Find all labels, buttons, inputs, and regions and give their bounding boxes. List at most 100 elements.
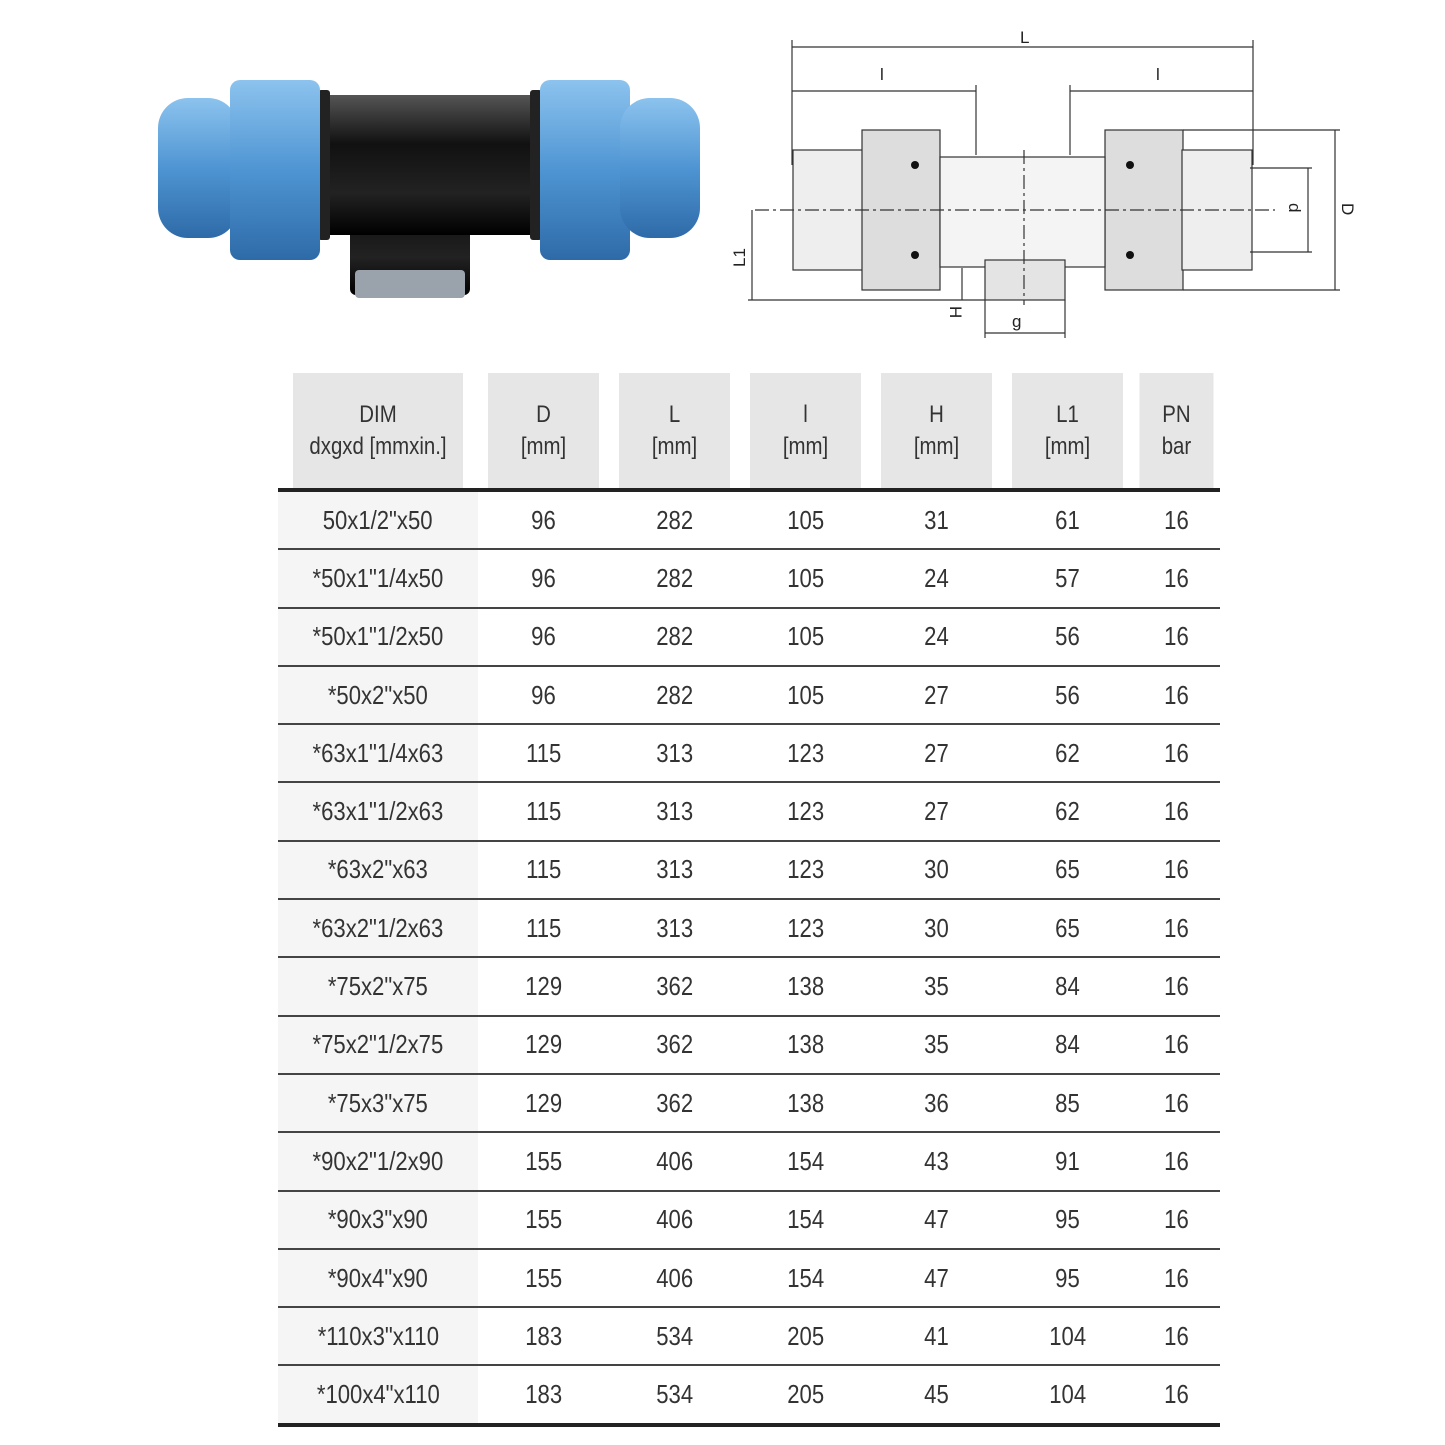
table-cell: 24 [871, 607, 1003, 667]
cell-value: 43 [924, 1145, 949, 1176]
cell-value: 16 [1164, 1320, 1189, 1351]
column-header-line2: [mm] [520, 432, 567, 460]
dim-label-L1: L1 [730, 248, 749, 267]
cell-value: 84 [1055, 971, 1080, 1002]
technical-drawing: L l l d D L1 H g [730, 28, 1357, 338]
table-cell: 65 [1002, 899, 1134, 959]
cell-value: 45 [924, 1379, 949, 1410]
table-cell: 205 [740, 1307, 872, 1367]
table-cell: 183 [478, 1307, 610, 1367]
table-cell: 129 [478, 1073, 610, 1134]
cell-value: 105 [787, 504, 824, 535]
table-cell: 282 [609, 607, 741, 667]
table-cell: 205 [740, 1365, 872, 1427]
cell-value: 534 [656, 1379, 693, 1410]
cell-value: 362 [656, 1087, 693, 1118]
table-cell: 129 [478, 1015, 610, 1075]
table-cell: 313 [609, 782, 741, 842]
table-cell: 84 [1002, 1015, 1134, 1075]
dim-label-l-right: l [1156, 65, 1160, 84]
cell-value: 65 [1055, 854, 1080, 885]
table-cell: 62 [1002, 782, 1134, 842]
cell-value: 104 [1049, 1320, 1087, 1351]
cell-value: *50x1"1/4x50 [312, 562, 444, 593]
column-header: H[mm] [880, 373, 993, 492]
table-cell: 61 [1002, 490, 1134, 551]
table-cell: 27 [871, 724, 1003, 784]
cell-value: 154 [787, 1262, 824, 1293]
cell-value: 16 [1164, 504, 1189, 535]
table-cell: *100x4"x110 [278, 1365, 478, 1427]
dim-label-L: L [1020, 28, 1029, 47]
cell-value: 406 [656, 1262, 693, 1293]
table-cell: 313 [609, 840, 741, 901]
cell-value: 313 [656, 912, 693, 943]
cell-value: 282 [656, 504, 693, 535]
table-cell: *90x2"1/2x90 [278, 1132, 478, 1192]
cell-value: 205 [787, 1379, 824, 1410]
cell-value: 16 [1164, 737, 1189, 768]
table-cell: 123 [740, 840, 872, 901]
cell-value: 16 [1164, 1087, 1189, 1118]
column-header-line2: [mm] [782, 432, 829, 460]
cell-value: *50x2"x50 [327, 679, 429, 710]
table-cell: 362 [609, 957, 741, 1017]
cell-value: 35 [924, 971, 949, 1002]
cell-value: *90x2"1/2x90 [312, 1145, 444, 1176]
cell-value: *75x2"1/2x75 [312, 1029, 444, 1060]
table-cell: 105 [740, 549, 872, 609]
table-cell: 123 [740, 782, 872, 842]
table-cell: 96 [478, 665, 610, 726]
cell-value: *50x1"1/2x50 [312, 621, 444, 652]
cell-value: 61 [1055, 504, 1080, 535]
cell-value: 24 [924, 562, 949, 593]
cell-value: 155 [525, 1204, 562, 1235]
table-cell: 27 [871, 665, 1003, 726]
table-cell: 30 [871, 899, 1003, 959]
cell-value: 115 [525, 912, 562, 943]
cell-value: *63x1"1/4x63 [312, 737, 444, 768]
cell-value: 91 [1055, 1145, 1080, 1176]
cell-value: 123 [787, 737, 824, 768]
cell-value: *100x4"x110 [316, 1379, 440, 1410]
table-cell: 43 [871, 1132, 1003, 1192]
cell-value: 95 [1055, 1262, 1080, 1293]
cell-value: 534 [656, 1320, 693, 1351]
table-cell: 16 [1133, 1307, 1220, 1367]
column-header-line2: [mm] [913, 432, 960, 460]
table-cell: *75x3"x75 [278, 1073, 478, 1134]
table-cell: 56 [1002, 665, 1134, 726]
cell-value: 16 [1164, 854, 1189, 885]
table-cell: 50x1/2"x50 [278, 490, 478, 551]
cell-value: 47 [924, 1204, 949, 1235]
dim-label-g: g [1012, 312, 1021, 331]
cell-value: 57 [1055, 562, 1080, 593]
table-cell: *50x1"1/4x50 [278, 549, 478, 609]
table-cell: 47 [871, 1190, 1003, 1250]
dim-label-D: D [1338, 203, 1357, 215]
cell-value: 27 [924, 796, 949, 827]
cell-value: 95 [1055, 1204, 1080, 1235]
cell-value: 282 [656, 562, 693, 593]
cell-value: 282 [656, 621, 693, 652]
table-cell: *90x3"x90 [278, 1190, 478, 1250]
cell-value: 406 [656, 1145, 693, 1176]
cell-value: 16 [1164, 1145, 1189, 1176]
cell-value: *90x3"x90 [327, 1204, 429, 1235]
cell-value: 105 [787, 562, 824, 593]
cell-value: *75x3"x75 [327, 1087, 429, 1118]
cell-value: 27 [924, 737, 949, 768]
table-cell: 16 [1133, 607, 1220, 667]
table-cell: 282 [609, 549, 741, 609]
cell-value: 85 [1055, 1087, 1080, 1118]
cell-value: 406 [656, 1204, 693, 1235]
table-cell: *63x2"x63 [278, 840, 478, 901]
table-cell: 138 [740, 1073, 872, 1134]
table-cell: 105 [740, 607, 872, 667]
